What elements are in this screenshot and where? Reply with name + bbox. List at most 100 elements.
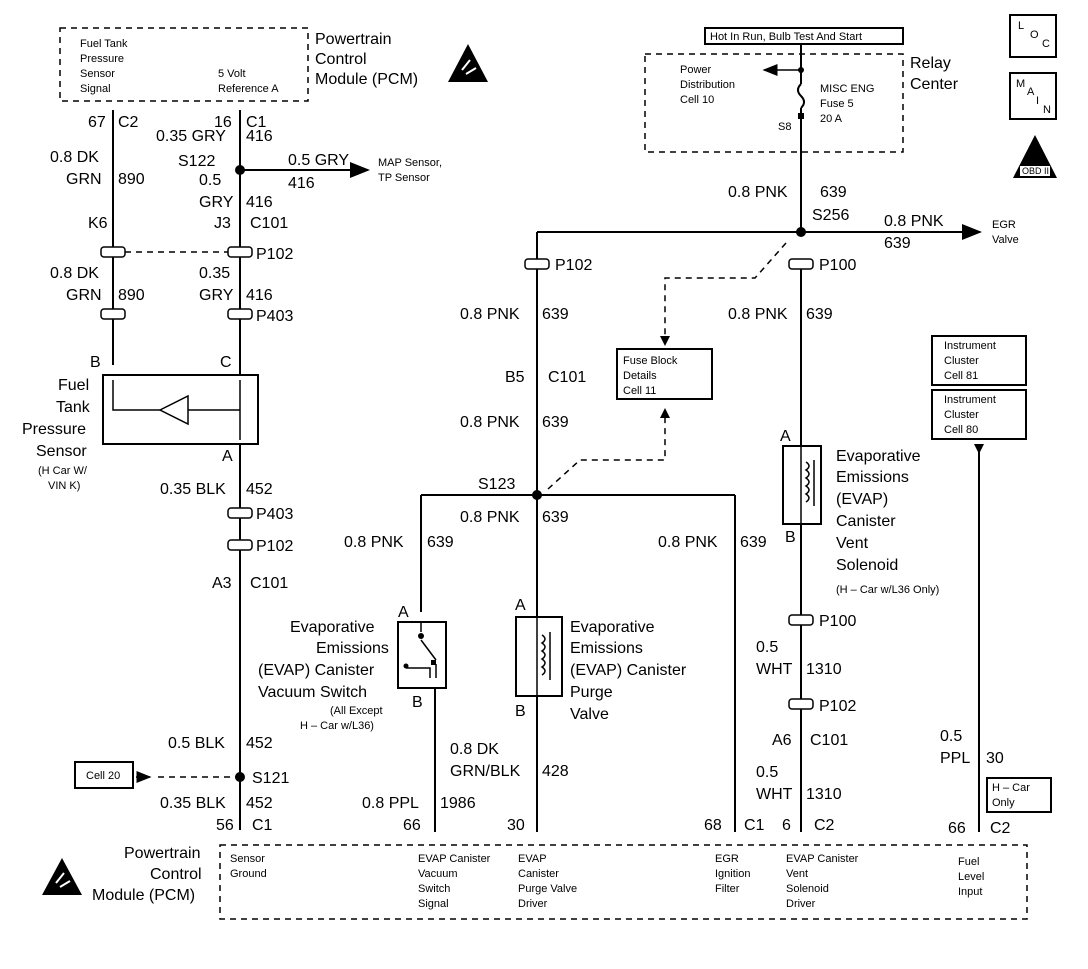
ic81-label-3[interactable]: Cell 81 bbox=[944, 370, 978, 382]
vacuum-note-1: (All Except bbox=[330, 705, 383, 717]
instrument-cluster-80[interactable] bbox=[931, 389, 1027, 440]
p100-low-label: P100 bbox=[819, 613, 856, 630]
pin-67: 67 bbox=[88, 114, 106, 131]
obd-ii-icon: OBD II bbox=[1013, 135, 1057, 178]
ic80-label-3[interactable]: Cell 80 bbox=[944, 424, 978, 436]
map-dest-1: MAP Sensor, bbox=[378, 157, 442, 169]
connector-1310-p100 bbox=[788, 614, 814, 626]
fuse-symbol bbox=[797, 83, 805, 109]
fuse-block-details-box[interactable] bbox=[616, 348, 713, 400]
fuse-block-label-1[interactable]: Fuse Block bbox=[623, 355, 678, 367]
vent-name-6: Solenoid bbox=[836, 557, 898, 574]
vacuum-name-4: Vacuum Switch bbox=[258, 684, 367, 701]
vent-name-3: (EVAP) bbox=[836, 491, 888, 508]
pin-c1-56: C1 bbox=[252, 817, 273, 834]
ic80-label-2[interactable]: Cluster bbox=[944, 409, 979, 421]
w1310b-color: WHT bbox=[756, 786, 793, 803]
fuse-block-label-2[interactable]: Details bbox=[623, 370, 657, 382]
purge-name-5: Valve bbox=[570, 706, 609, 723]
loc-badge[interactable]: L O C bbox=[1009, 14, 1057, 58]
pin-30: 30 bbox=[507, 817, 525, 834]
egr-wire-gauge: 0.8 PNK bbox=[884, 213, 944, 230]
pcm-col6-2: Level bbox=[958, 871, 984, 883]
w1986-gauge: 0.8 PPL bbox=[362, 795, 419, 812]
purge-pin-b: B bbox=[515, 703, 526, 720]
ic81-label-2[interactable]: Cluster bbox=[944, 355, 979, 367]
w416b-gauge: 0.5 bbox=[199, 172, 221, 189]
b5-label: B5 bbox=[505, 369, 525, 386]
pcm-col6-1: Fuel bbox=[958, 856, 979, 868]
p102-low-label: P102 bbox=[256, 538, 293, 555]
w890b-gauge: 0.8 DK bbox=[50, 265, 99, 282]
pcm-signal-label-3: Sensor bbox=[80, 68, 115, 80]
pcm-col5-1: EVAP Canister bbox=[786, 853, 859, 865]
vacuum-pin-b: B bbox=[412, 694, 423, 711]
cell-20-label[interactable]: Cell 20 bbox=[86, 770, 120, 782]
w416c-gauge: 0.35 bbox=[199, 265, 230, 282]
w416b-circuit: 416 bbox=[246, 194, 273, 211]
s256-label: S256 bbox=[812, 207, 849, 224]
pcm-col4-3: Filter bbox=[715, 883, 740, 895]
top-pcm-title-3: Module (PCM) bbox=[315, 71, 418, 88]
w890b-color: GRN bbox=[66, 287, 102, 304]
hot-in-run-label: Hot In Run, Bulb Test And Start bbox=[710, 31, 862, 43]
w452c-gauge: 0.35 BLK bbox=[160, 795, 226, 812]
hot-in-run-box bbox=[704, 27, 904, 45]
c101-a6-label: C101 bbox=[810, 732, 848, 749]
connector-416-p403 bbox=[227, 308, 253, 320]
map-dest-2: TP Sensor bbox=[378, 172, 430, 184]
connector-639-p100 bbox=[788, 258, 814, 270]
pcm-col1-1: Sensor bbox=[230, 853, 265, 865]
a3-label: A3 bbox=[212, 575, 232, 592]
splice-s121 bbox=[235, 772, 245, 782]
ic81-label-1[interactable]: Instrument bbox=[944, 340, 996, 352]
loc-c: C bbox=[1042, 38, 1050, 50]
w452b-gauge: 0.5 BLK bbox=[168, 735, 225, 752]
pin-c2-top: C2 bbox=[118, 114, 139, 131]
cell-20-box[interactable] bbox=[74, 761, 134, 789]
esd-warning-icon-bottom bbox=[42, 858, 82, 895]
pcm-ref-label-2: Reference A bbox=[218, 83, 279, 95]
pin-c1-top: C1 bbox=[246, 114, 267, 131]
w452c-circuit: 452 bbox=[246, 795, 273, 812]
pcm-ref-label-1: 5 Volt bbox=[218, 68, 246, 80]
k6-label: K6 bbox=[88, 215, 108, 232]
w1986-circuit: 1986 bbox=[440, 795, 476, 812]
w890a-circuit: 890 bbox=[118, 171, 145, 188]
c101-a3-label: C101 bbox=[250, 575, 288, 592]
sensor-name-1: Fuel bbox=[58, 377, 89, 394]
fuse-block-label-3[interactable]: Cell 11 bbox=[623, 385, 656, 397]
vacuum-name-3: (EVAP) Canister bbox=[258, 662, 375, 679]
connector-416-p102 bbox=[227, 246, 253, 258]
top-pcm-box bbox=[59, 27, 309, 102]
vent-name-1: Evaporative bbox=[836, 448, 921, 465]
h-car-note-2: Only bbox=[992, 797, 1015, 809]
vent-note: (H – Car w/L36 Only) bbox=[836, 584, 939, 596]
w452b-circuit: 452 bbox=[246, 735, 273, 752]
egr-dest-2: Valve bbox=[992, 234, 1019, 246]
bottom-pcm-title-3: Module (PCM) bbox=[92, 887, 195, 904]
pin-c1-68: C1 bbox=[744, 817, 765, 834]
purge-name-1: Evaporative bbox=[570, 619, 655, 636]
p403-top-label: P403 bbox=[256, 308, 293, 325]
egr-dest-1: EGR bbox=[992, 219, 1016, 231]
sensor-name-4: Sensor bbox=[36, 443, 87, 460]
bottom-pcm-title-2: Control bbox=[150, 866, 202, 883]
main-badge[interactable]: M A I N bbox=[1009, 72, 1057, 120]
pcm-col3-1: EVAP bbox=[518, 853, 547, 865]
main-i: I bbox=[1036, 95, 1039, 107]
w639-top-circuit: 639 bbox=[820, 184, 847, 201]
w639b-gauge: 0.8 PNK bbox=[728, 306, 788, 323]
p102-center-label: P102 bbox=[555, 257, 592, 274]
instrument-cluster-81[interactable] bbox=[931, 335, 1027, 386]
loc-o: O bbox=[1030, 29, 1039, 41]
map-wire-circuit: 416 bbox=[288, 175, 315, 192]
c101-b5-label: C101 bbox=[548, 369, 586, 386]
pcm-col2-3: Switch bbox=[418, 883, 450, 895]
ic80-label-1[interactable]: Instrument bbox=[944, 394, 996, 406]
relay-center-box bbox=[644, 53, 904, 153]
w416c-color: GRY bbox=[199, 287, 234, 304]
pcm-col5-3: Solenoid bbox=[786, 883, 829, 895]
w416a-gauge: 0.35 GRY bbox=[156, 128, 226, 145]
